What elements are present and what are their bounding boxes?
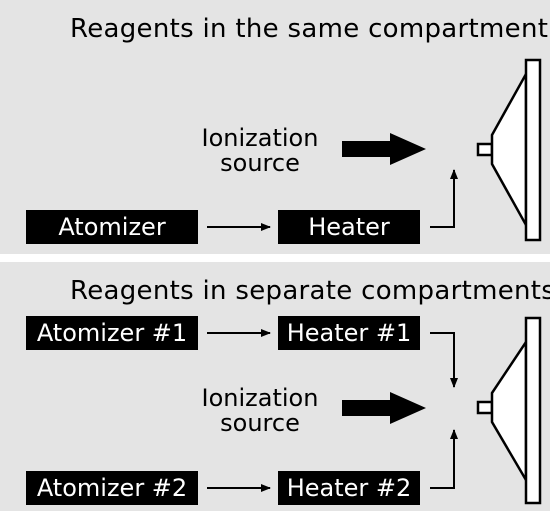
ionization-arrow — [342, 392, 426, 424]
heater-1-box: Heater #1 — [278, 316, 420, 350]
same-compartment-graphics — [207, 58, 542, 242]
ionization-source-label: Ionization source — [200, 126, 320, 176]
detector-icon — [476, 58, 542, 242]
heater-1-to-detector-arrow — [430, 332, 458, 388]
ionization-label-line1: Ionization — [201, 384, 319, 412]
ionization-source-label: Ionization source — [200, 386, 320, 436]
detector-icon — [476, 316, 542, 505]
separate-compartments-graphics — [207, 316, 542, 505]
heater-box: Heater — [278, 210, 420, 244]
ionization-label-line2: source — [220, 409, 300, 437]
panel-title: Reagents in the same compartment — [70, 14, 549, 44]
atomizer-1-box: Atomizer #1 — [26, 316, 198, 350]
ionization-label-line1: Ionization — [201, 124, 319, 152]
same-compartment-panel: Reagents in the same compartment Ionizat… — [0, 0, 550, 254]
atomizer-2-box: Atomizer #2 — [26, 471, 198, 505]
atomizer-box: Atomizer — [26, 210, 198, 244]
ionization-label-line2: source — [220, 149, 300, 177]
ionization-arrow — [342, 133, 426, 165]
heater-2-to-detector-arrow — [430, 429, 458, 489]
separate-compartments-panel: Reagents in separate compartments Atomiz… — [0, 262, 550, 511]
heater-2-box: Heater #2 — [278, 471, 420, 505]
panel-title: Reagents in separate compartments — [70, 276, 550, 306]
heater-to-detector-arrow — [430, 169, 458, 228]
